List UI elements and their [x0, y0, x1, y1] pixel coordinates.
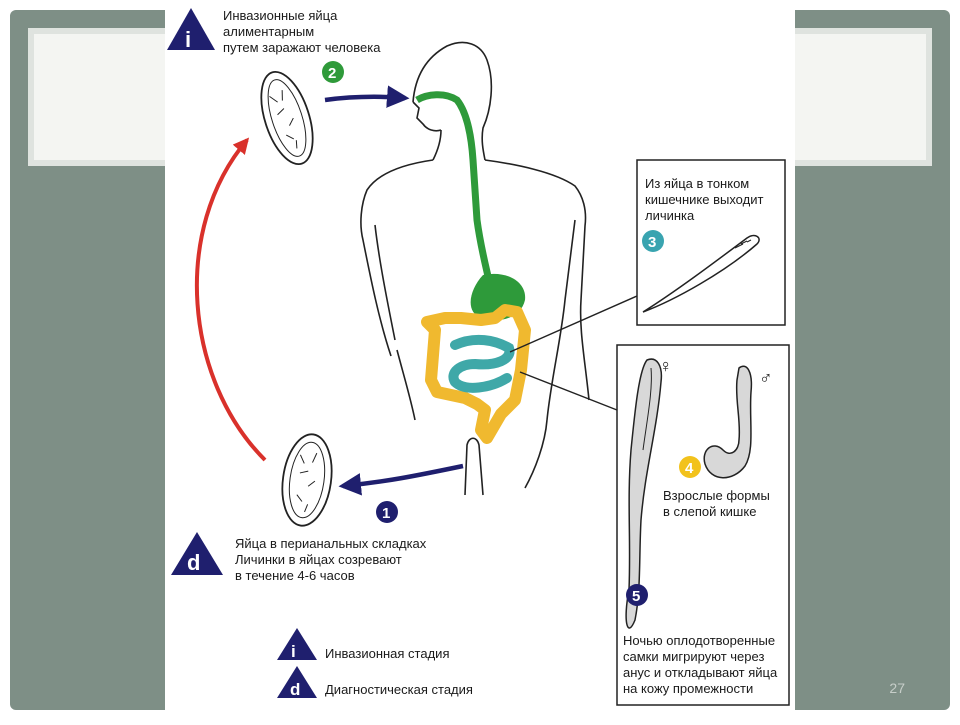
stage-4-number: 4: [685, 460, 694, 477]
legend-diagnostic-marker: d: [290, 680, 300, 699]
stage-3-number: 3: [648, 234, 656, 251]
infective-eggs-label: i Инвазионные яйца алиментарным путем за…: [167, 8, 381, 83]
diagnostic-marker-letter: d: [187, 550, 200, 575]
larva-label-line1: Из яйца в тонком: [645, 176, 749, 191]
night-label-line4: на кожу промежности: [623, 681, 753, 696]
adults-label-line2: в слепой кишке: [663, 504, 756, 519]
egg-perianal: [281, 433, 333, 527]
larva-panel: Из яйца в тонком кишечнике выходит личин…: [636, 159, 786, 326]
perianal-label-line1: Яйца в перианальных складках: [235, 536, 427, 551]
diagnostic-marker-icon: [171, 532, 223, 575]
legend-diagnostic-icon: [277, 666, 317, 698]
egg-infective: [260, 70, 314, 166]
infective-label-line1: Инвазионные яйца: [223, 8, 338, 23]
legend-infective-marker: i: [291, 642, 296, 661]
diagram-panel: Из яйца в тонком кишечнике выходит личин…: [165, 0, 795, 720]
legend: i Инвазионная стадия d Диагностическая с…: [277, 628, 473, 699]
legend-diagnostic-text: Диагностическая стадия: [325, 682, 473, 697]
stage-5-number: 5: [632, 588, 640, 605]
egg-deposit-arrow: [338, 463, 464, 496]
perianal-eggs-label: 1 d Яйца в перианальных складках Личинки…: [171, 501, 427, 583]
digestive-tract: [415, 91, 531, 444]
night-label-line2: самки мигрируют через: [623, 649, 764, 664]
human-body-outline: [360, 41, 590, 496]
night-label-line1: Ночью оплодотворенные: [623, 633, 775, 648]
adults-panel: ♀ ♂ 4 Взрослые формы в слепой кишке 5 Но…: [616, 344, 790, 706]
ingestion-arrow: [324, 85, 410, 108]
stage-5-circle: [626, 584, 648, 606]
stage-4-circle: [679, 456, 701, 478]
page-number: 27: [889, 680, 905, 696]
cycle-arrow: [194, 137, 267, 462]
adults-label-line1: Взрослые формы: [663, 488, 770, 503]
legend-infective-text: Инвазионная стадия: [325, 646, 449, 661]
infective-marker-icon: [167, 8, 215, 50]
infective-marker-letter: i: [185, 27, 191, 52]
infective-label-line2: алиментарным: [223, 24, 314, 39]
stage-2-circle: [322, 61, 344, 83]
stage-1-number: 1: [382, 505, 390, 522]
larva-label-line3: личинка: [645, 208, 695, 223]
female-symbol: ♀: [659, 356, 673, 376]
lifecycle-diagram: Из яйца в тонком кишечнике выходит личин…: [167, 8, 790, 706]
stage-3-circle: [642, 230, 664, 252]
small-intestine: [448, 334, 515, 393]
female-worm-icon: [625, 358, 663, 629]
stage-1-circle: [376, 501, 398, 523]
male-symbol: ♂: [759, 368, 773, 388]
esophagus: [415, 91, 495, 291]
night-label-line3: анус и откладывают яйца: [623, 665, 778, 680]
stage-2-number: 2: [328, 65, 336, 82]
perianal-label-line3: в течение 4-6 часов: [235, 568, 355, 583]
larva-label-line2: кишечнике выходит: [645, 192, 763, 207]
legend-infective-icon: [277, 628, 317, 660]
perianal-label-line2: Личинки в яйцах созревают: [235, 552, 402, 567]
male-worm-icon: [703, 365, 753, 479]
leader-lines: [509, 295, 638, 411]
infective-label-line3: путем заражают человека: [223, 40, 381, 55]
larva-icon: [642, 234, 760, 313]
large-intestine: [421, 304, 531, 444]
